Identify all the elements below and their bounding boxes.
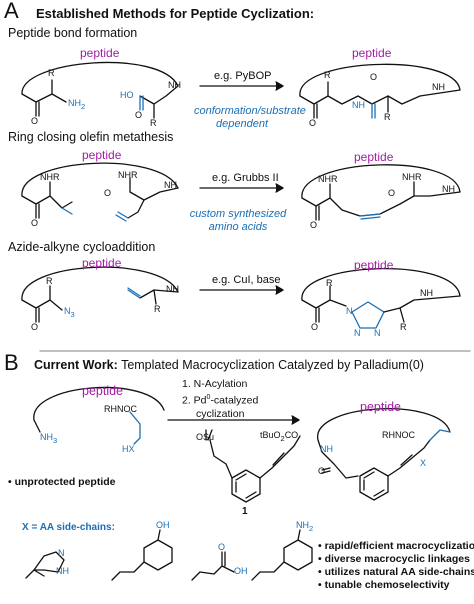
panel-b-letter: B xyxy=(4,350,19,375)
label-o: O xyxy=(311,322,319,332)
panel-a-title: Established Methods for Peptide Cyclizat… xyxy=(36,6,315,21)
label-r: R xyxy=(154,304,161,314)
phenol-sidechain xyxy=(111,539,173,581)
label-o: O xyxy=(218,542,226,552)
section-title-peptide-bond: Peptide bond formation xyxy=(8,26,138,40)
label-o: O xyxy=(31,218,39,228)
imidazole-sidechain xyxy=(25,551,65,579)
peptide-arc-b-left xyxy=(33,386,165,421)
label-r: R xyxy=(48,68,55,78)
label-nhr: NHR xyxy=(318,174,338,184)
label-r: R xyxy=(324,70,331,80)
reagent-cui: e.g. CuI, base xyxy=(212,274,281,286)
label-rhnoc: RHNOC xyxy=(382,430,415,440)
peptide-label: peptide xyxy=(354,150,394,164)
bond-s1-right xyxy=(139,85,179,105)
bullet-1: • rapid/efficient macrocyclizations xyxy=(318,540,474,552)
label-n: N xyxy=(354,328,361,338)
label-n3: N3 xyxy=(64,306,75,319)
label-o: O xyxy=(318,466,326,476)
label-osu: OSu xyxy=(196,432,215,442)
peptide-arc-right-2 xyxy=(301,164,461,199)
label-nh: NH xyxy=(56,566,69,576)
label-o: O xyxy=(31,116,39,126)
x-definition: X = AA side-chains: xyxy=(22,522,115,533)
peptide-label: peptide xyxy=(80,46,120,60)
section-title-azide-alkyne: Azide-alkyne cycloaddition xyxy=(8,240,156,254)
compound-number: 1 xyxy=(242,506,248,517)
label-o: O xyxy=(370,72,378,82)
label-ho: HO xyxy=(120,90,134,100)
label-o: O xyxy=(135,110,143,120)
peptide-label: peptide xyxy=(360,400,402,414)
bond-s1-left xyxy=(21,93,67,103)
label-oh: OH xyxy=(156,520,170,530)
label-rhnoc: RHNOC xyxy=(104,404,137,414)
note-custom-amino-acids: custom synthesized amino acids xyxy=(189,208,287,233)
label-nh: NH xyxy=(166,284,179,294)
bullet-3: • utilizes natural AA side-chains xyxy=(318,566,474,578)
label-hx: HX xyxy=(122,444,135,454)
label-x: X xyxy=(420,458,427,468)
label-r: R xyxy=(46,276,53,286)
label-r: R xyxy=(384,112,391,122)
label-nh: NH xyxy=(432,82,445,92)
peptide-label: peptide xyxy=(352,46,392,60)
benzene-template xyxy=(231,469,261,503)
aniline-sidechain xyxy=(251,539,313,581)
label-nhr: NHR xyxy=(402,172,422,182)
peptide-arc-left-1 xyxy=(21,61,179,95)
feature-bullets: • rapid/efficient macrocyclizations • di… xyxy=(318,540,474,592)
label-nhr: NHR xyxy=(40,172,60,182)
section-title-rcm: Ring closing olefin metathesis xyxy=(8,130,174,144)
reagent-pybop: e.g. PyBOP xyxy=(214,70,272,82)
panel-b-title: Current Work: Templated Macrocyclization… xyxy=(34,358,424,372)
peptide-label: peptide xyxy=(82,148,122,162)
label-o: O xyxy=(310,220,318,230)
label-o: O xyxy=(104,188,112,198)
peptide-label: peptide xyxy=(354,258,394,272)
bullet-2: • diverse macrocyclic linkages xyxy=(318,553,470,565)
peptide-label: peptide xyxy=(82,384,124,398)
label-nh: NH xyxy=(420,288,433,298)
peptide-label: peptide xyxy=(82,256,122,270)
label-nhr: NHR xyxy=(118,170,138,180)
peptide-arc-right-3 xyxy=(301,268,461,301)
label-n: N xyxy=(346,306,353,316)
label-r: R xyxy=(150,118,157,128)
label-n: N xyxy=(374,328,381,338)
label-r: R xyxy=(326,278,333,288)
label-nh3: NH3 xyxy=(40,432,58,445)
peptide-arc-left-2 xyxy=(21,162,179,197)
unprotected-peptide-note: • unprotected peptide xyxy=(8,476,116,488)
peptide-arc-right-1 xyxy=(299,63,461,97)
label-nh2: NH2 xyxy=(296,520,314,533)
acid-sidechain xyxy=(191,565,223,581)
label-nh: NH xyxy=(164,180,177,190)
label-o: O xyxy=(309,118,317,128)
peptide-arc-left-3 xyxy=(21,266,179,301)
reagent-grubbs: e.g. Grubbs II xyxy=(212,172,279,184)
label-oh: OH xyxy=(234,566,248,576)
label-o: O xyxy=(388,188,396,198)
reaction-steps: 1. N-Acylation 2. Pd0-catalyzed cyclizat… xyxy=(182,378,259,420)
label-nh: NH xyxy=(168,80,181,90)
note-conformation: conformation/substrate dependent xyxy=(194,105,306,130)
label-tbuo2co: tBuO2CO xyxy=(260,430,299,443)
label-o: O xyxy=(31,322,39,332)
label-n: N xyxy=(58,548,65,558)
label-nh2: NH2 xyxy=(68,98,86,111)
label-nh: NH xyxy=(320,444,333,454)
label-r: R xyxy=(400,322,407,332)
bullet-4: • tunable chemoselectivity xyxy=(318,579,450,591)
label-nh: NH xyxy=(442,184,455,194)
label-nh: NH xyxy=(352,100,365,110)
panel-a-letter: A xyxy=(4,0,19,23)
peptide-arc-b-right xyxy=(317,408,451,441)
